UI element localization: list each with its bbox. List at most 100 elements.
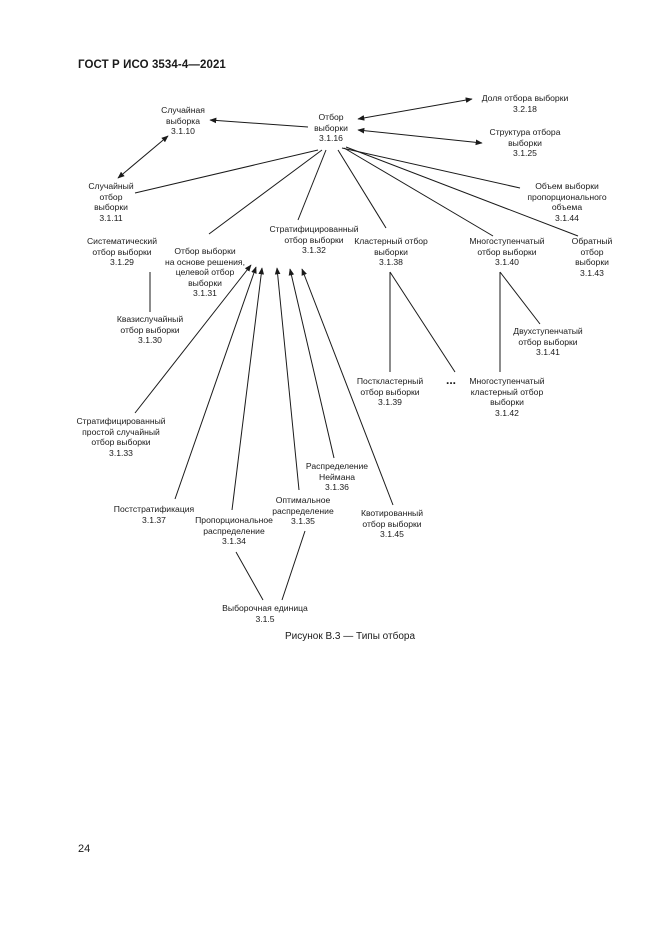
node-line: Квотированный (360, 508, 424, 518)
node-line: Структура отбора (489, 127, 561, 137)
node-line: распределение (203, 525, 265, 536)
node-line: 3.1.35 (291, 516, 315, 527)
node-line: Объем выборки (535, 181, 599, 191)
page-number: 24 (78, 843, 91, 855)
arrow-connector (301, 268, 394, 506)
node-line: 3.1.40 (495, 257, 519, 268)
node-line: 3.1.39 (378, 397, 402, 408)
node-line: выборки (508, 137, 542, 148)
node-line: 3.2.18 (513, 103, 537, 114)
arrow-connector (357, 127, 483, 146)
node-line: Многоступенчатый (469, 376, 545, 386)
node-line: кластерный отбор (470, 386, 544, 397)
node-line: отбор выборки (120, 324, 180, 335)
line-connector (389, 271, 456, 373)
node-line: 3.1.44 (555, 212, 579, 223)
node-line: отбор выборки (91, 437, 151, 448)
node-line: Квазислучайный (116, 314, 184, 324)
arrow-connector (117, 135, 169, 179)
node-line: 3.1.38 (379, 257, 403, 268)
node-line: отбор выборки (92, 246, 152, 257)
node-line: 3.1.41 (536, 347, 560, 358)
node-line: простой случайный (82, 426, 160, 437)
document-header: ГОСТ Р ИСО 3534-4—2021 (78, 59, 226, 71)
node-line: распределение (272, 505, 334, 516)
node-line: 3.1.43 (580, 267, 604, 278)
node-line: 3.1.34 (222, 536, 246, 547)
node-line: выборки (188, 277, 222, 288)
arrow-connector (288, 268, 335, 459)
node-line: отбор выборки (360, 386, 420, 397)
line-connector (208, 149, 323, 235)
node-line: 3.1.37 (142, 514, 166, 525)
node-line: выборки (94, 202, 128, 213)
node-line: на основе решения, (165, 256, 245, 267)
node-line: Распределение (305, 461, 369, 471)
node-line: 3.1.42 (495, 407, 519, 418)
node-line: 3.1.10 (171, 126, 195, 137)
node-line: выборка (166, 115, 200, 126)
node-line: 3.1.31 (193, 288, 217, 299)
node-line: Неймана (319, 471, 355, 482)
line-connector (337, 149, 387, 229)
node-line: отбор выборки (518, 336, 578, 347)
node-line: Случайный (88, 181, 134, 191)
node-line: Стратифицированный (269, 224, 359, 234)
node-line: 3.1.45 (380, 529, 404, 540)
node-line: Стратифицированный (76, 416, 166, 426)
node-line: пропорционального (527, 191, 607, 202)
node-line: Отбор (318, 112, 344, 122)
line-connector (341, 147, 521, 189)
arrow-connector (357, 97, 473, 121)
node-line: 3.1.25 (513, 148, 537, 159)
node-line: отбор выборки (284, 234, 344, 245)
node-line: объема (551, 202, 583, 213)
node-line: Двухступенчатый (513, 326, 583, 336)
node-line: отбор выборки (362, 518, 422, 529)
line-connector (235, 551, 264, 601)
line-connector (281, 530, 306, 601)
line-connector (134, 149, 319, 194)
arrow-connector (274, 267, 300, 491)
line-connector (297, 149, 327, 221)
node-line: Посткластерный (356, 376, 424, 386)
node-line: выборки (490, 397, 524, 408)
node-line: 3.1.29 (110, 257, 134, 268)
ellipsis-mark: ... (446, 373, 457, 387)
node-line: 3.1.33 (109, 447, 133, 458)
node-line: Выборочная единица (222, 603, 308, 613)
node-line: Пропорциональное (195, 515, 273, 525)
node-line: отбор (99, 191, 123, 202)
node-line: 3.1.32 (302, 245, 326, 256)
node-line: выборки (374, 246, 408, 257)
node-line: Систематический (86, 236, 158, 246)
node-line: Оптимальное (275, 495, 331, 505)
arrow-connector (231, 267, 265, 511)
node-line: Постстратификация (113, 504, 195, 514)
arrow-connector (134, 264, 252, 414)
node-line: выборки (575, 257, 609, 268)
line-connector (343, 147, 494, 237)
line-connector (499, 271, 541, 325)
figure-caption: Рисунок В.3 — Типы отбора (284, 631, 416, 642)
